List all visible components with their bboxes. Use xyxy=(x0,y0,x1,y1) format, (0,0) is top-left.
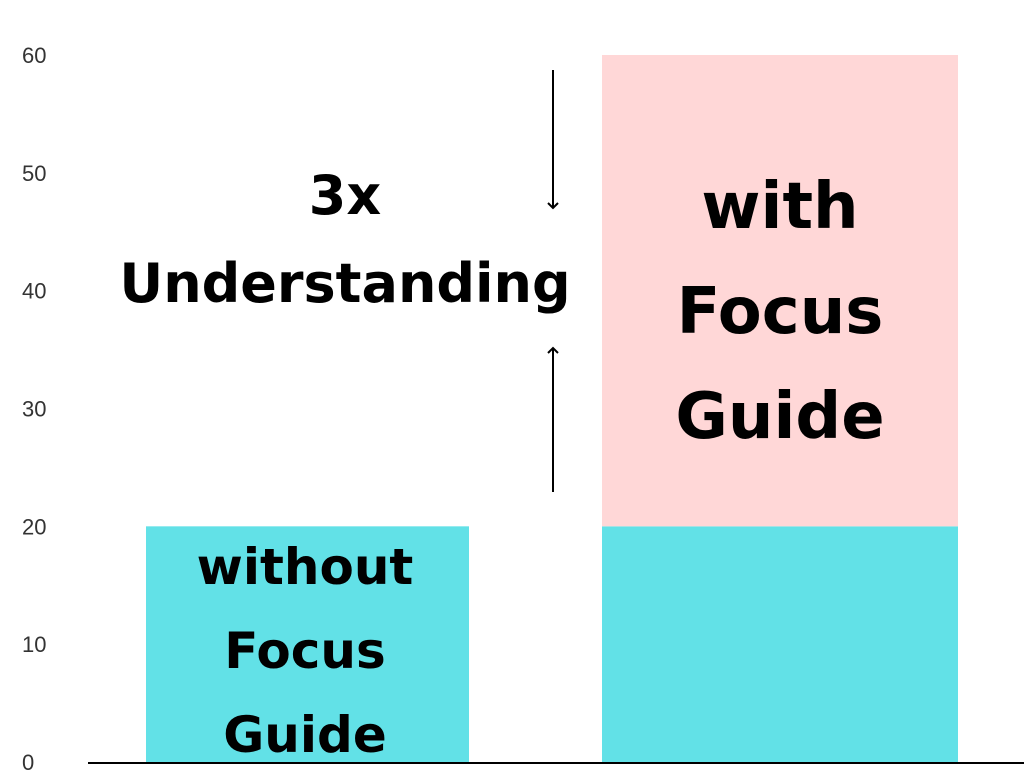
y-tick-label: 30 xyxy=(22,397,46,422)
y-tick-label: 0 xyxy=(22,750,34,775)
bar-label-1-line-2: Guide xyxy=(675,380,884,454)
y-tick-label: 10 xyxy=(22,632,46,657)
bar-label-0-line-1: Focus xyxy=(224,622,385,680)
bar-1-segment-1 xyxy=(602,55,958,527)
bar-1-segment-0 xyxy=(602,526,958,762)
bar-0-segment-0 xyxy=(146,526,469,762)
y-tick-label: 40 xyxy=(22,279,46,304)
y-tick-label: 50 xyxy=(22,161,46,186)
bar-label-0-line-0: without xyxy=(197,538,414,596)
bar-label-1-line-1: Focus xyxy=(677,275,884,349)
bar-label-0-line-2: Guide xyxy=(223,706,386,764)
bar-label-1-line-0: with xyxy=(701,170,858,244)
annotation-line-1: Understanding xyxy=(119,252,570,315)
annotation-line-0: 3x xyxy=(309,164,382,227)
y-tick-label: 60 xyxy=(22,43,46,68)
y-tick-label: 20 xyxy=(22,514,46,539)
